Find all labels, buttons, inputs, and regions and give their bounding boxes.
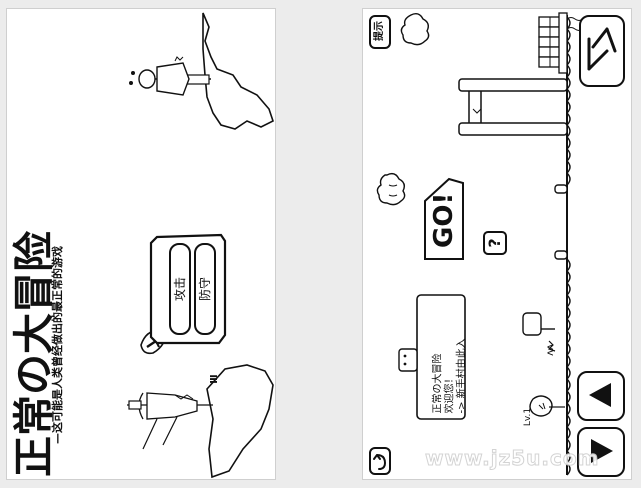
undo-arrow-icon [373, 454, 387, 470]
dialog-face-icon [398, 348, 418, 372]
dialog-line-3: -> 新手村由此入 [456, 338, 468, 414]
bottom-cliff [206, 364, 274, 479]
ladder-structure [458, 78, 568, 136]
move-down-button[interactable] [577, 427, 625, 477]
triangle-up-icon [589, 383, 611, 407]
npc-signpost [522, 312, 556, 352]
go-label[interactable]: GO! [429, 192, 459, 248]
back-button[interactable] [369, 447, 391, 475]
defend-label: 防守 [198, 277, 212, 302]
help-button[interactable] [483, 231, 507, 255]
game-scene-art [376, 12, 592, 476]
npc-glyph: ᴧᴧ [545, 344, 556, 356]
triangle-down-icon [591, 439, 613, 463]
watermark: www.jz5u.com [425, 446, 600, 471]
title-screen: 攻击 防守 Ⅲ 正常の大冒险 —这可能是人类曾经做出的最正常的游戏 [6, 8, 276, 480]
cloud-middle [376, 172, 406, 206]
hero-small [529, 395, 565, 417]
go-arrow-box [424, 177, 464, 260]
level-label: Lv.1 [523, 407, 533, 427]
boss-character [129, 56, 211, 96]
game-screen: 提示 GO! ? ᴧᴧ 正常の大冒险 欢迎您！ -> 新手村由此入 Lv.1 [362, 8, 632, 480]
jump-arrow-icon [587, 27, 617, 71]
brick-tower [538, 12, 568, 74]
cloud-top [400, 12, 430, 46]
defend-button[interactable] [194, 243, 216, 335]
sign-text: Ⅲ [209, 374, 220, 384]
game-subtitle: —这可能是人类曾经做出的最正常的游戏 [51, 246, 64, 444]
help-icon: ? [485, 238, 504, 248]
jump-button[interactable] [579, 15, 625, 87]
top-cliff [202, 12, 274, 130]
hint-label: 提示 [374, 21, 385, 41]
ground [554, 15, 592, 476]
attack-button[interactable] [169, 243, 191, 335]
hero-character [127, 392, 213, 450]
hint-button[interactable] [369, 15, 391, 49]
move-up-button[interactable] [577, 371, 625, 421]
attack-label: 攻击 [173, 277, 187, 302]
